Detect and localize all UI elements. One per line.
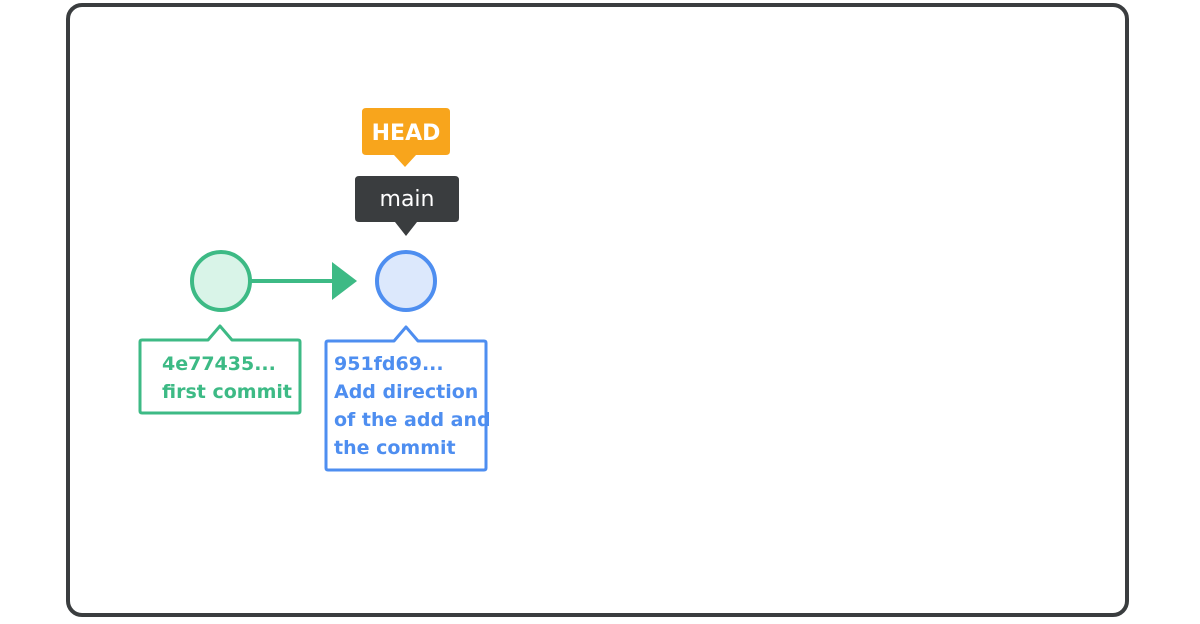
commit-callout-second: 951fd69... Add direction of the add and … [324,325,491,472]
branch-label-box [355,176,459,236]
branch-pointer: main [355,176,459,236]
commit-message-second-line-1: Add direction [334,381,478,403]
head-label: HEAD [372,121,441,146]
commit-node-first[interactable] [190,250,252,312]
commit-message-second-line-3: the commit [334,437,456,459]
commit-parent-arrow [251,262,357,300]
commit-node-second[interactable] [375,250,437,312]
commit-hash-second: 951fd69... [334,353,444,375]
commit-callout-first: 4e77435... first commit [138,324,302,415]
head-pointer: HEAD [362,108,450,167]
callout-box-first [138,324,302,415]
head-label-box [362,108,450,167]
commit-message-second-line-2: of the add and [334,409,491,431]
commit-hash-first: 4e77435... [162,353,276,375]
callout-box-second [324,325,488,472]
arrow-head-icon [332,262,357,300]
branch-label: main [380,187,435,212]
diagram-frame [66,3,1129,617]
commit-message-first: first commit [162,381,292,403]
